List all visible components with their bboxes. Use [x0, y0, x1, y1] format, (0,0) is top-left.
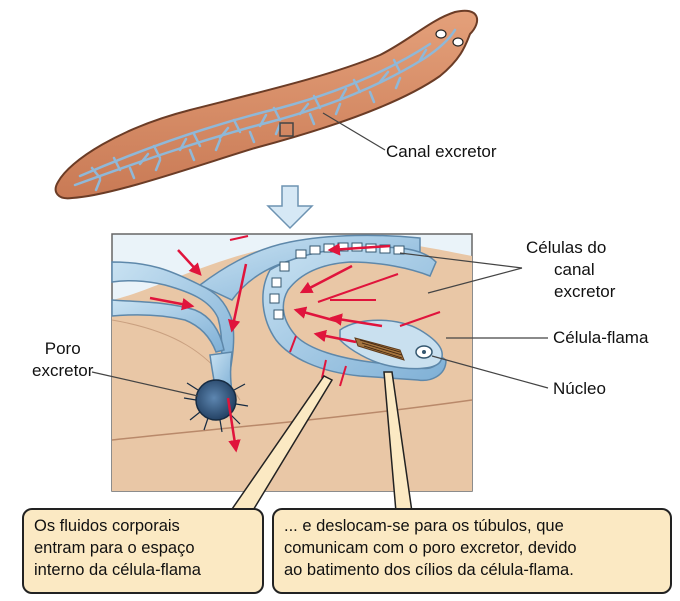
- label-poro-excretor: Poro excretor: [32, 338, 93, 382]
- label-nucleo: Núcleo: [553, 378, 606, 400]
- label-poro-line-2: excretor: [32, 360, 93, 382]
- label-poro-line-1: Poro: [32, 338, 93, 360]
- label-celulas-line-2: canal: [554, 259, 615, 281]
- callout-right: ... e deslocam-se para os túbulos, que c…: [272, 508, 672, 594]
- label-canal-excretor: Canal excretor: [386, 141, 497, 163]
- callout-left-line-3: interno da célula-flama: [34, 559, 256, 581]
- callout-right-line-1: ... e deslocam-se para os túbulos, que: [284, 515, 664, 537]
- eyespot-left: [436, 30, 446, 38]
- eyespot-right: [453, 38, 463, 46]
- zoom-arrow: [268, 186, 312, 228]
- flatworm: [56, 11, 477, 199]
- callout-right-line-2: comunicam com o poro excretor, devido: [284, 537, 664, 559]
- callout-left-line-2: entram para o espaço: [34, 537, 256, 559]
- label-celula-flama: Célula-flama: [553, 327, 648, 349]
- label-celulas-line-1: Células do: [526, 237, 615, 259]
- detail-panel: [112, 234, 472, 491]
- callout-left: Os fluidos corporais entram para o espaç…: [22, 508, 264, 594]
- label-celulas-line-3: excretor: [554, 281, 615, 303]
- label-celulas-do-canal: Células do canal excretor: [526, 237, 615, 303]
- callout-right-line-3: ao batimento dos cílios da célula-flama.: [284, 559, 664, 581]
- callout-left-line-1: Os fluidos corporais: [34, 515, 256, 537]
- leader-canal-excretor: [323, 113, 385, 150]
